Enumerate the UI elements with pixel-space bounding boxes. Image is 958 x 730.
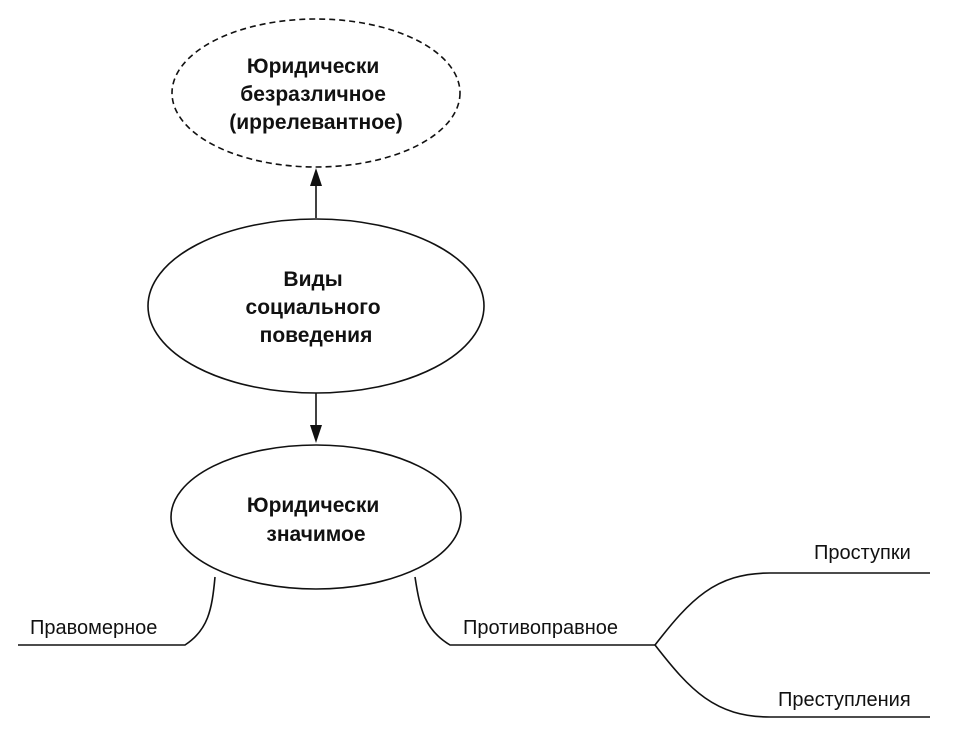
branch-crimes-line bbox=[654, 644, 930, 718]
branch-unlawful-line bbox=[414, 576, 655, 646]
center-node-shape bbox=[147, 218, 485, 394]
significant-node-label: Юридически значимое bbox=[247, 494, 385, 546]
irrelevant-node-line-2: безразличное bbox=[240, 83, 386, 106]
irrelevant-node-line-3: (иррелевантное) bbox=[229, 111, 402, 134]
center-node-label: Виды социального поведения bbox=[246, 268, 387, 347]
arrow-to-irrelevant-head bbox=[310, 168, 322, 186]
irrelevant-node-label: Юридически безразличное (иррелевантное) bbox=[229, 55, 402, 134]
branch-lawful-line bbox=[18, 576, 216, 646]
arrow-to-significant-head bbox=[310, 425, 322, 443]
irrelevant-node-shape bbox=[171, 18, 461, 168]
significant-node-line-1: Юридически bbox=[247, 494, 379, 517]
irrelevant-node-line-1: Юридически bbox=[247, 55, 379, 78]
center-node-line-2: социального bbox=[246, 296, 381, 319]
center-node-line-1: Виды bbox=[283, 268, 342, 291]
label-misdemeanors: Проступки bbox=[814, 542, 911, 564]
branch-misdemeanors-line bbox=[654, 572, 930, 646]
significant-node-shape bbox=[170, 444, 462, 590]
label-unlawful: Противоправное bbox=[463, 617, 618, 639]
label-crimes: Преступления bbox=[778, 689, 911, 711]
label-lawful: Правомерное bbox=[30, 617, 157, 639]
center-node-line-3: поведения bbox=[260, 324, 373, 347]
significant-node-line-2: значимое bbox=[266, 523, 365, 546]
